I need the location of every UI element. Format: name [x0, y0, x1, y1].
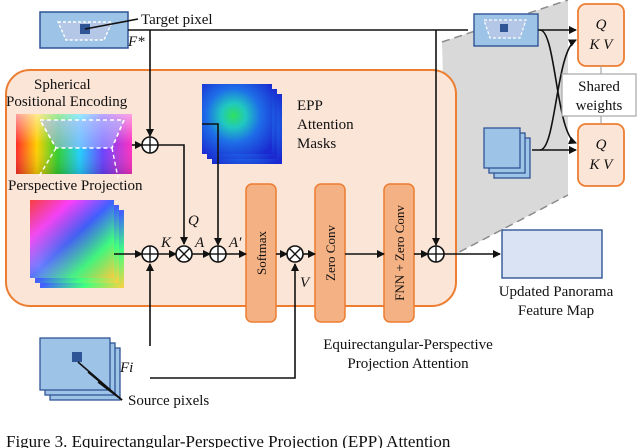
- qkv-top-box: [577, 3, 625, 67]
- q-symbol: Q: [188, 213, 199, 229]
- source-pixels-label: Source pixels: [128, 393, 209, 409]
- add-op-mask: [209, 245, 227, 263]
- qkv-top-q: Q: [596, 17, 607, 33]
- add-op-residual: [427, 245, 445, 263]
- f-star-symbol: F*: [127, 34, 145, 50]
- v-symbol: V: [300, 275, 311, 291]
- epa-label-line2: Projection Attention: [347, 356, 469, 372]
- perspective-projection-label: Perspective Projection: [8, 178, 143, 194]
- qkv-bottom-q: Q: [596, 137, 607, 153]
- mult-op-qk: [175, 245, 193, 263]
- v-path: [150, 263, 299, 379]
- source-pixel-marker: [72, 352, 82, 362]
- spherical-label-line2: Positional Encoding: [6, 94, 128, 110]
- shared-label-line2: weights: [576, 98, 623, 114]
- f-i-symbol: Fi: [119, 360, 133, 376]
- qkv-top-kv: K V: [589, 37, 615, 53]
- updated-panorama-map: [501, 229, 603, 279]
- a-symbol: A: [194, 235, 205, 251]
- zoom-bottom-front: [483, 127, 521, 169]
- q-path: [158, 144, 188, 245]
- figure-caption: Figure 3. Equirectangular-Perspective Pr…: [6, 432, 451, 448]
- mask-path: [202, 123, 222, 246]
- mult-op-v: [286, 245, 304, 263]
- qkv-bottom-kv: K V: [589, 157, 615, 173]
- target-pixel-label: Target pixel: [141, 12, 213, 28]
- epp-mask-front: [202, 84, 272, 154]
- spherical-label-line1: Spherical: [34, 77, 91, 93]
- add-op-k: [141, 245, 159, 263]
- epa-label-line1: Equirectangular-Perspective: [323, 337, 493, 353]
- zoom-wedge-edge-bottom: [447, 194, 569, 259]
- epp-label-line2: Attention: [297, 117, 354, 133]
- updated-label-line2: Feature Map: [518, 303, 594, 319]
- k-symbol: K: [160, 235, 172, 251]
- softmax-label: Softmax: [254, 230, 269, 275]
- updated-label-line1: Updated Panorama: [499, 284, 614, 300]
- shared-label-line1: Shared: [578, 79, 620, 95]
- epp-label-line3: Masks: [297, 136, 336, 152]
- zero-conv-label: Zero Conv: [323, 225, 338, 281]
- fnn-zero-conv-label: FNN + Zero Conv: [392, 205, 407, 301]
- qkv-bottom-box: [577, 123, 625, 187]
- shared-weights-box: [561, 73, 637, 117]
- epp-label-line1: EPP: [297, 98, 323, 114]
- target-pixel-pointer: [84, 18, 139, 30]
- a-prime-symbol: A′: [228, 235, 242, 251]
- add-op-pe: [141, 136, 159, 154]
